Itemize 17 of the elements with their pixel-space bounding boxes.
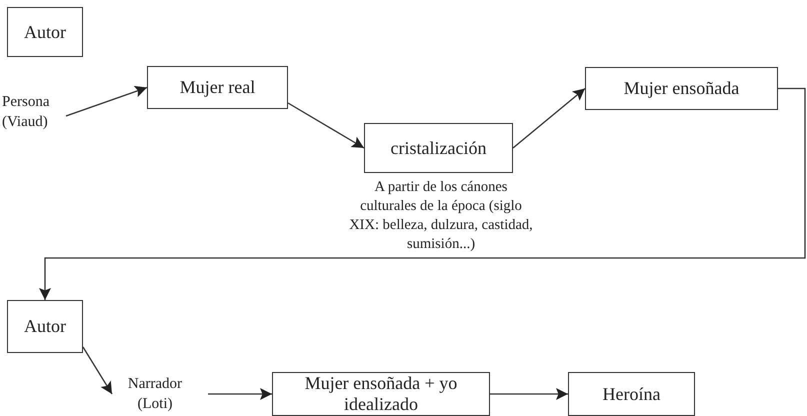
arrow <box>39 88 806 300</box>
process-box: Autor <box>7 300 83 353</box>
process-box: Mujer real <box>147 66 288 109</box>
arrow <box>490 388 568 400</box>
arrow <box>82 346 113 394</box>
node-label: Persona (Viaud) <box>2 93 50 132</box>
process-box: Autor <box>7 7 83 57</box>
annotation-text: A partir de los cánones culturales de la época (siglo XIX: belleza, dulzura, castidad, sumisión...) <box>348 178 534 254</box>
arrow <box>512 88 586 148</box>
process-box: Heroína <box>568 372 695 416</box>
process-box: cristalización <box>364 123 513 173</box>
node-label: Narrador (Loti) <box>126 374 184 414</box>
arrow <box>288 102 364 149</box>
process-box: Mujer ensoñada + yo idealizado <box>272 372 490 416</box>
process-box: Mujer ensoñada <box>585 67 778 110</box>
arrow <box>66 86 148 117</box>
arrow <box>208 388 272 400</box>
